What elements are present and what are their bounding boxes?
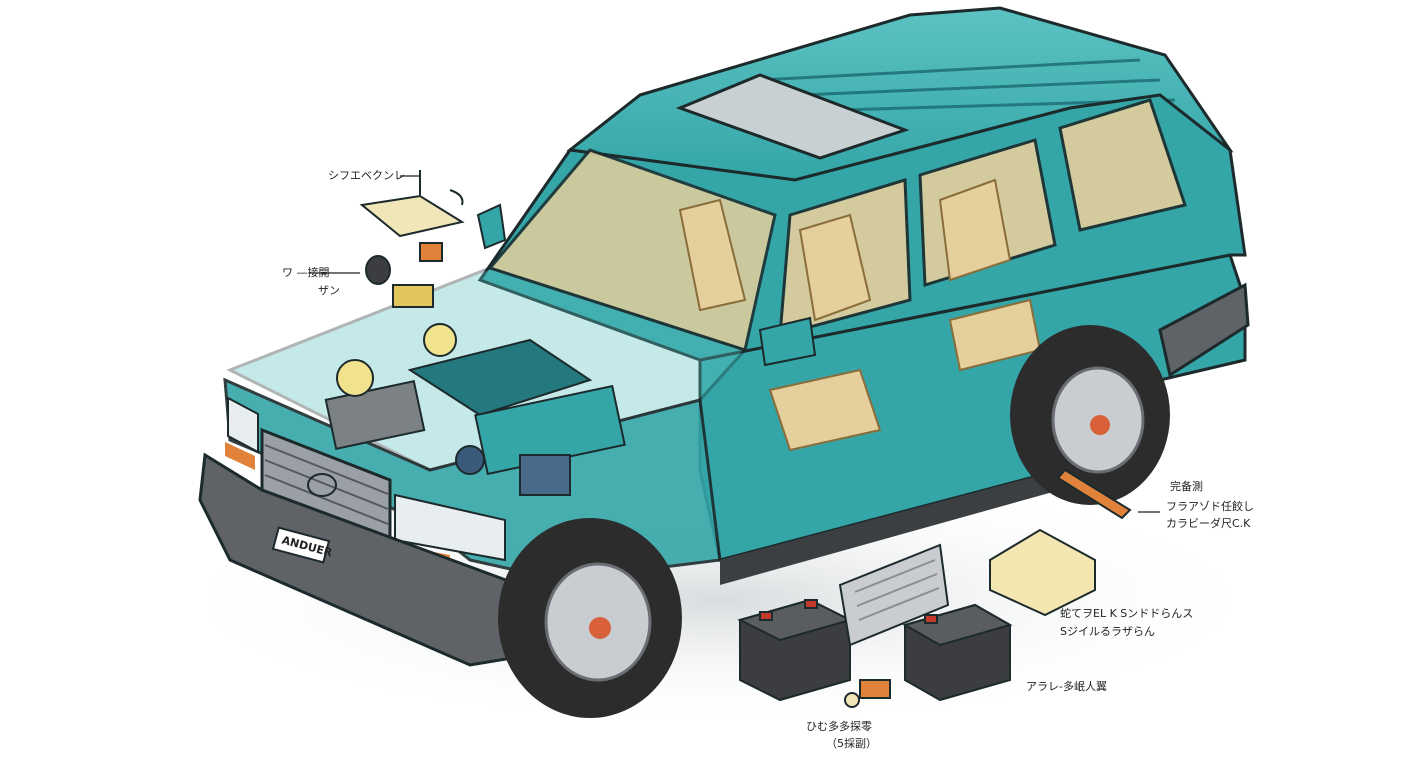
side-mirror bbox=[758, 316, 817, 367]
headlight-right bbox=[394, 493, 506, 562]
front-wheel bbox=[498, 518, 682, 718]
battery-left bbox=[737, 598, 853, 702]
radiator bbox=[838, 543, 950, 647]
air-box bbox=[989, 528, 1096, 617]
label-mid-left-2: ザン bbox=[318, 284, 340, 297]
headlight-left bbox=[227, 396, 259, 454]
label-right-2: カラビーダ尺C.K bbox=[1166, 517, 1251, 530]
label-battery-2: Sジイルるラザらん bbox=[1060, 625, 1155, 638]
label-bottom-2: （5採副） bbox=[826, 737, 877, 750]
label-battery-1: 蛇てヲEL K Sンドドらんス bbox=[1060, 607, 1194, 620]
quarter-window bbox=[1058, 98, 1187, 232]
leader-lines bbox=[310, 175, 1160, 513]
label-top-left: シフエベクンレ bbox=[328, 169, 405, 182]
grille-slats bbox=[264, 444, 389, 525]
mirror-left bbox=[476, 203, 507, 250]
license-plate bbox=[271, 526, 331, 564]
emblem-icon bbox=[307, 473, 337, 497]
side-step bbox=[720, 470, 1060, 585]
sunroof bbox=[675, 73, 910, 160]
rear-bumper bbox=[1158, 282, 1250, 378]
seats bbox=[678, 178, 1042, 452]
label-battery-bottom: アラレ‐多岷人翼 bbox=[1026, 680, 1107, 693]
small-sensor-part bbox=[844, 679, 891, 708]
engine bbox=[324, 323, 626, 496]
rear-wheel bbox=[1010, 325, 1170, 505]
label-bottom-1: ひむ多多探零 bbox=[806, 720, 872, 733]
indicator-left bbox=[225, 442, 255, 470]
label-right-1: フラアゾド任餃し bbox=[1166, 500, 1254, 513]
label-right-title: 完备測 bbox=[1170, 480, 1203, 493]
exploded-parts-upper-left bbox=[359, 170, 465, 308]
label-mid-left-1: ワ —接開 bbox=[282, 266, 330, 279]
battery-right bbox=[902, 603, 1013, 702]
exhaust-sensor-part bbox=[1056, 468, 1132, 520]
